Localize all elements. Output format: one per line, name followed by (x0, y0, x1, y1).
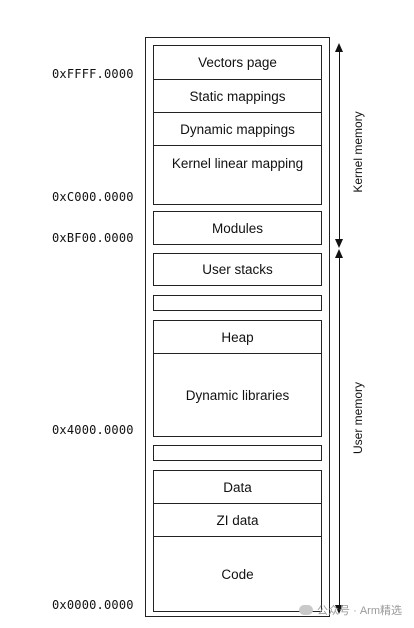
wechat-icon (299, 605, 314, 615)
kernel-region: Vectors page Static mappings Dynamic map… (153, 45, 322, 205)
dynamic-libraries: Dynamic libraries (185, 387, 290, 403)
divider (154, 145, 321, 146)
divider (154, 503, 321, 504)
user-range-arrow-down-icon (335, 605, 343, 614)
divider (154, 536, 321, 537)
data-code-region: Data ZI data Code (153, 470, 322, 612)
user-stacks: User stacks (202, 262, 273, 277)
address-c0000000: 0xC000.0000 (52, 190, 134, 204)
data-section: Data (223, 479, 252, 495)
modules-region: Modules (153, 211, 322, 245)
divider (154, 79, 321, 80)
kernel-range-line (339, 51, 340, 241)
dynamic-mappings: Dynamic mappings (180, 121, 295, 137)
address-bf000000: 0xBF00.0000 (52, 231, 134, 245)
address-40000000: 0x4000.0000 (52, 423, 134, 437)
user-memory-label: User memory (351, 381, 365, 455)
kernel-range-arrow-up-icon (335, 43, 343, 52)
watermark-text: 公众号 · Arm精选 (317, 605, 402, 617)
code-section: Code (221, 566, 254, 582)
kernel-memory-label: Kernel memory (351, 111, 365, 193)
modules: Modules (211, 220, 264, 236)
address-ffff0000: 0xFFFF.0000 (52, 67, 134, 81)
user-range-arrow-up-icon (335, 249, 343, 258)
heap-libraries-region: Heap Dynamic libraries (153, 320, 322, 437)
kernel-range-arrow-down-icon (335, 239, 343, 248)
watermark: 公众号 · Arm精选 (299, 602, 402, 618)
divider (154, 353, 321, 354)
user-stacks-region: User stacks (153, 253, 322, 286)
kernel-linear-mapping: Kernel linear mapping (171, 156, 304, 171)
vectors-page: Vectors page (198, 55, 277, 70)
unlabeled-region (153, 295, 322, 311)
address-00000000: 0x0000.0000 (52, 598, 134, 612)
static-mappings: Static mappings (189, 88, 286, 104)
divider (154, 112, 321, 113)
unlabeled-region (153, 445, 322, 461)
memory-map-frame (145, 37, 330, 617)
zi-data-section: ZI data (216, 512, 259, 528)
user-range-line (339, 257, 340, 607)
heap: Heap (221, 329, 254, 345)
